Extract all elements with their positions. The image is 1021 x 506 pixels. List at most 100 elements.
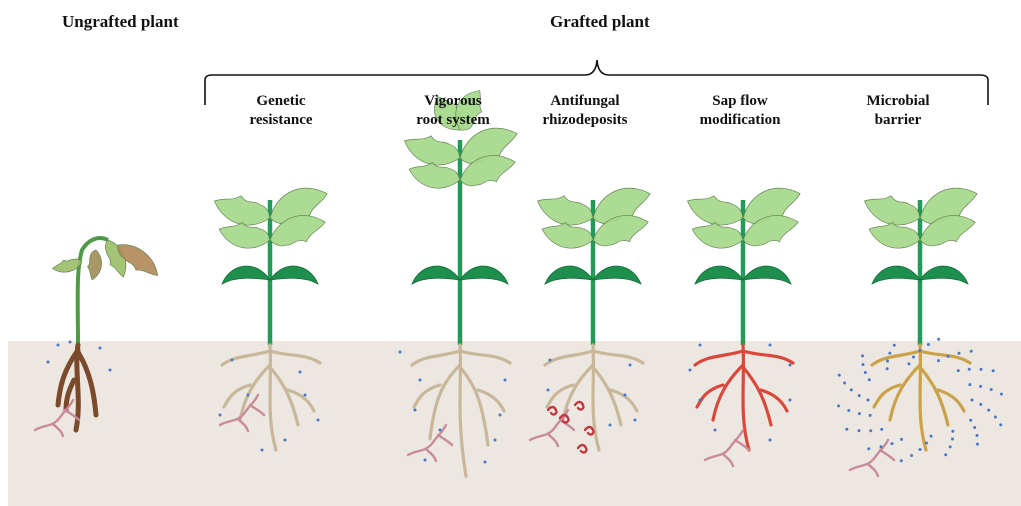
spore-dot bbox=[927, 343, 930, 346]
spore-dot bbox=[893, 344, 896, 347]
spore-dot bbox=[971, 399, 974, 402]
spore-dot bbox=[912, 356, 915, 359]
spore-dot bbox=[399, 351, 402, 354]
spore-dot bbox=[219, 414, 222, 417]
spore-dot bbox=[549, 359, 552, 362]
spore-dot bbox=[231, 359, 234, 362]
spore-dot bbox=[499, 414, 502, 417]
spore-dot bbox=[869, 429, 872, 432]
spore-dot bbox=[907, 362, 910, 365]
spore-dot bbox=[845, 428, 848, 431]
spore-dot bbox=[47, 361, 50, 364]
spore-dot bbox=[951, 430, 954, 433]
spore-dot bbox=[937, 359, 940, 362]
panel-label-line1: Microbial bbox=[852, 92, 944, 111]
spore-dot bbox=[843, 382, 846, 385]
spore-dot bbox=[284, 439, 287, 442]
spore-dot bbox=[975, 434, 978, 437]
panel-label-line2: modification bbox=[685, 111, 795, 130]
spore-dot bbox=[504, 379, 507, 382]
spore-dot bbox=[99, 347, 102, 350]
panel-label-line1: Vigorous bbox=[405, 92, 501, 111]
spore-dot bbox=[937, 338, 940, 341]
spore-dot bbox=[838, 374, 841, 377]
spore-dot bbox=[880, 428, 883, 431]
panel-vigorous-root-label: Vigorous root system bbox=[405, 92, 501, 130]
spore-dot bbox=[858, 429, 861, 432]
spore-dot bbox=[847, 409, 850, 412]
spore-dot bbox=[850, 388, 853, 391]
spore-dot bbox=[867, 399, 870, 402]
spore-dot bbox=[858, 394, 861, 397]
spore-dot bbox=[247, 394, 250, 397]
spore-dot bbox=[699, 344, 702, 347]
spore-dot bbox=[919, 349, 922, 352]
spore-dot bbox=[976, 443, 979, 446]
spore-dot bbox=[957, 369, 960, 372]
spore-dot bbox=[888, 352, 891, 355]
spore-dot bbox=[890, 442, 893, 445]
spore-dot bbox=[944, 453, 947, 456]
spore-dot bbox=[979, 385, 982, 388]
panel-label-line2: barrier bbox=[852, 111, 944, 130]
ungrafted-title: Ungrafted plant bbox=[62, 12, 179, 31]
spore-dot bbox=[789, 364, 792, 367]
spore-dot bbox=[837, 404, 840, 407]
spore-dot bbox=[951, 437, 954, 440]
spore-dot bbox=[699, 399, 702, 402]
spore-dot bbox=[910, 454, 913, 457]
spore-dot bbox=[979, 368, 982, 371]
spore-dot bbox=[769, 344, 772, 347]
spore-dot bbox=[970, 350, 973, 353]
spore-dot bbox=[862, 363, 865, 366]
spore-dot bbox=[919, 448, 922, 451]
spore-dot bbox=[958, 352, 961, 355]
spore-dot bbox=[992, 369, 995, 372]
spore-dot bbox=[973, 426, 976, 429]
spore-dot bbox=[414, 409, 417, 412]
spore-dot bbox=[484, 461, 487, 464]
spore-dot bbox=[547, 389, 550, 392]
spore-dot bbox=[930, 435, 933, 438]
spore-dot bbox=[869, 414, 872, 417]
spore-dot bbox=[949, 445, 952, 448]
cotyledon-leaf bbox=[695, 266, 743, 284]
spore-dot bbox=[987, 409, 990, 412]
panel-label-line2: root system bbox=[405, 111, 501, 130]
cotyledon-leaf bbox=[593, 266, 641, 284]
leaf bbox=[85, 249, 104, 281]
spore-dot bbox=[867, 447, 870, 450]
spore-dot bbox=[494, 439, 497, 442]
spore-dot bbox=[999, 423, 1002, 426]
panel-label-line1: Antifungal bbox=[530, 92, 640, 111]
spore-dot bbox=[994, 415, 997, 418]
panel-label-line1: Sap flow bbox=[685, 92, 795, 111]
spore-dot bbox=[886, 367, 889, 370]
panel-antifungal-label: Antifungal rhizodeposits bbox=[530, 92, 640, 130]
cotyledon-leaf bbox=[222, 266, 270, 284]
spore-dot bbox=[969, 419, 972, 422]
spore-dot bbox=[868, 378, 871, 381]
spore-dot bbox=[419, 379, 422, 382]
spore-dot bbox=[858, 412, 861, 415]
panel-label-line2: resistance bbox=[236, 111, 326, 130]
spore-dot bbox=[1000, 393, 1003, 396]
spore-dot bbox=[69, 341, 72, 344]
spore-dot bbox=[925, 441, 928, 444]
cotyledon-leaf bbox=[743, 266, 791, 284]
spore-dot bbox=[947, 355, 950, 358]
cotyledon-leaf bbox=[545, 266, 593, 284]
spore-dot bbox=[900, 459, 903, 462]
spore-dot bbox=[304, 394, 307, 397]
spore-dot bbox=[968, 383, 971, 386]
spore-dot bbox=[609, 424, 612, 427]
spore-dot bbox=[886, 360, 889, 363]
spore-dot bbox=[317, 419, 320, 422]
spore-dot bbox=[714, 429, 717, 432]
cotyledon-leaf bbox=[270, 266, 318, 284]
spore-dot bbox=[261, 449, 264, 452]
spore-dot bbox=[789, 399, 792, 402]
spore-dot bbox=[769, 439, 772, 442]
panel-sap-flow-label: Sap flow modification bbox=[685, 92, 795, 130]
